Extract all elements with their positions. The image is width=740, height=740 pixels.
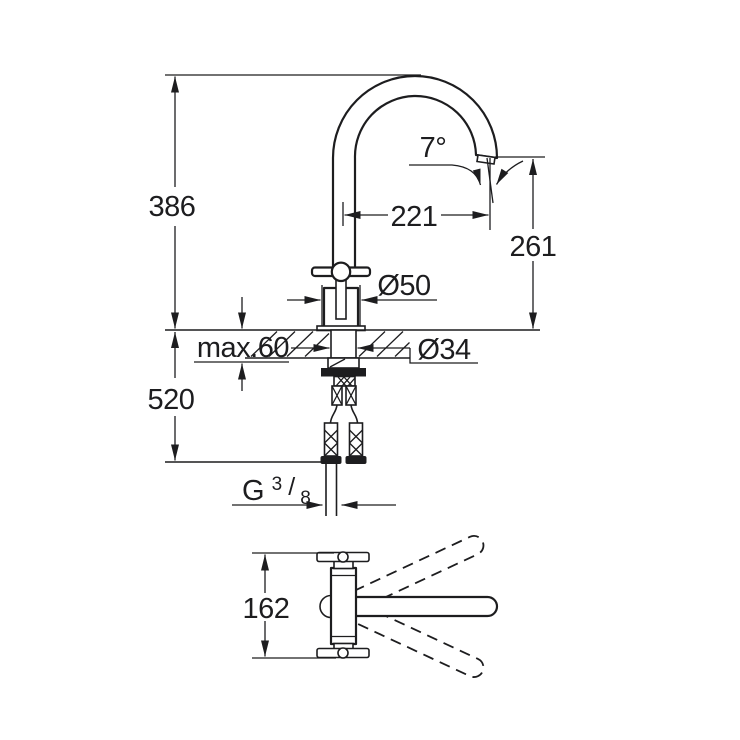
dim-label-386: 386 — [149, 191, 196, 223]
mounting-shank — [330, 329, 357, 359]
body-side-bulge — [319, 594, 332, 619]
dim-label-221: 221 — [391, 201, 438, 233]
dim-label-162: 162 — [243, 593, 290, 625]
supply-tube — [325, 464, 338, 516]
aerator-tip — [476, 154, 496, 165]
handle-screw-upper — [337, 551, 349, 563]
dim-supply-thread: G 3 / 8 — [232, 465, 396, 509]
dim-spout-angle: 7° — [409, 132, 524, 204]
dim-max-counter-thickness: max.60 — [194, 297, 290, 391]
hose-connectors — [323, 422, 364, 457]
dim-label-max60: max.60 — [197, 332, 289, 364]
swivel-range-lower — [347, 603, 485, 678]
top-view: 162 — [243, 535, 499, 678]
dim-hole-diameter: Ø34 — [291, 334, 478, 366]
dim-label-520: 520 — [148, 384, 195, 416]
washer-detail — [329, 358, 346, 368]
handle-stem — [335, 278, 347, 320]
dim-label-d34: Ø34 — [417, 334, 471, 366]
counter-hatching — [250, 331, 410, 357]
dim-label-d50: Ø50 — [377, 270, 430, 302]
dim-base-diameter: Ø50 — [287, 270, 437, 326]
connector-nut-right — [345, 456, 367, 464]
dim-label-g38: G 3 / 8 — [242, 465, 310, 509]
gooseneck-spout-outline — [331, 74, 499, 272]
handle-boss — [330, 261, 352, 283]
dim-handle-width: 162 — [243, 552, 336, 659]
side-view: 386 520 221 7° 261 — [148, 74, 557, 516]
spout-top-view — [343, 595, 499, 618]
dim-outlet-height: 261 — [495, 156, 557, 329]
mounting-nut — [321, 368, 366, 377]
dim-total-height: 386 — [149, 74, 421, 329]
mounting-studs — [331, 385, 357, 406]
threaded-section — [333, 375, 356, 387]
supply-hoses — [329, 404, 359, 424]
dim-below-counter-height: 520 — [148, 332, 326, 463]
swivel-range-upper — [347, 535, 485, 610]
body-top-view — [329, 566, 358, 646]
dim-label-261: 261 — [510, 231, 557, 263]
dim-label-7deg: 7° — [420, 132, 447, 164]
dim-spout-reach: 221 — [342, 158, 491, 233]
handle-screw-lower — [337, 647, 349, 659]
